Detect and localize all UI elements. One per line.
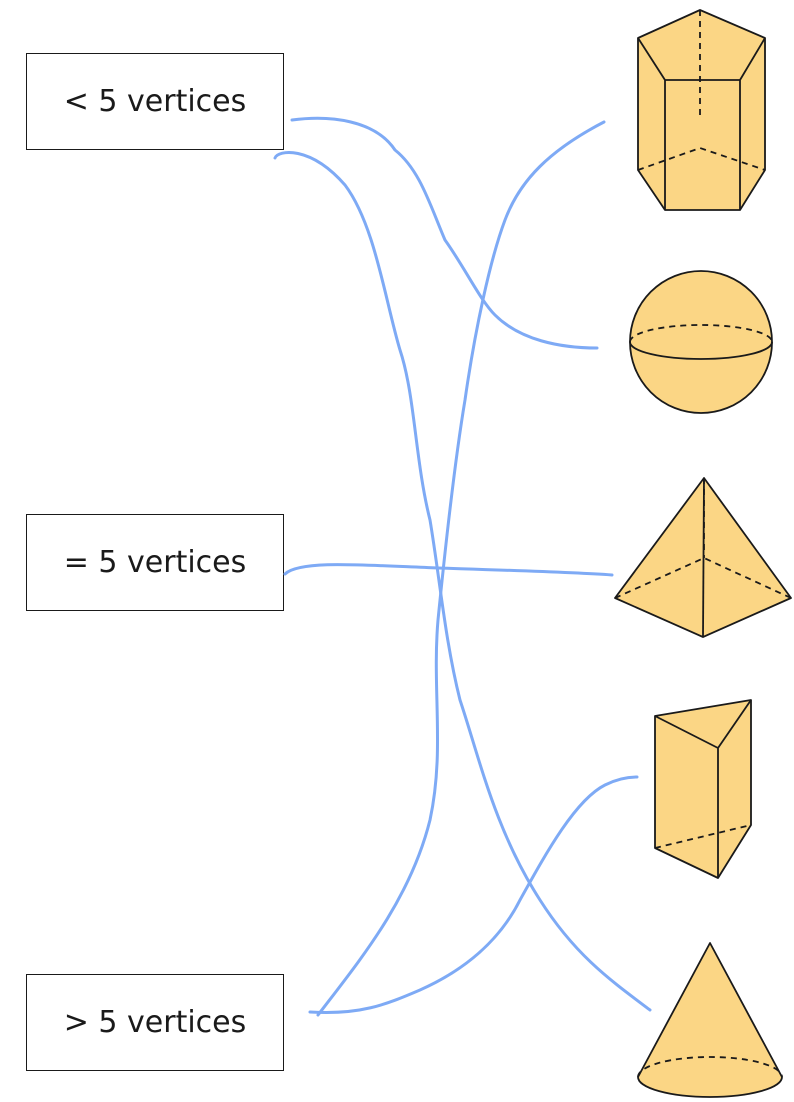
equal-5-vertices-box[interactable]: = 5 vertices <box>26 514 284 611</box>
less-than-5-vertices-label: < 5 vertices <box>63 84 247 119</box>
sphere-icon[interactable] <box>629 270 773 414</box>
match-line-equal-to-pyramid <box>283 563 614 577</box>
match-line-less-to-cone <box>273 151 652 1012</box>
equal-5-vertices-label: = 5 vertices <box>63 545 247 580</box>
pentagonal-prism-icon[interactable] <box>637 9 766 211</box>
triangular-prism-icon[interactable] <box>654 699 752 879</box>
match-line-less-to-sphere <box>290 116 599 350</box>
greater-than-5-vertices-label: > 5 vertices <box>63 1005 247 1040</box>
less-than-5-vertices-box[interactable]: < 5 vertices <box>26 53 284 150</box>
greater-than-5-vertices-box[interactable]: > 5 vertices <box>26 974 284 1071</box>
match-line-greater-to-triangular-prism <box>308 775 639 1015</box>
square-pyramid-icon[interactable] <box>614 477 792 638</box>
cone-icon[interactable] <box>637 942 783 1098</box>
match-line-greater-to-pentagonal-prism <box>316 120 606 1017</box>
